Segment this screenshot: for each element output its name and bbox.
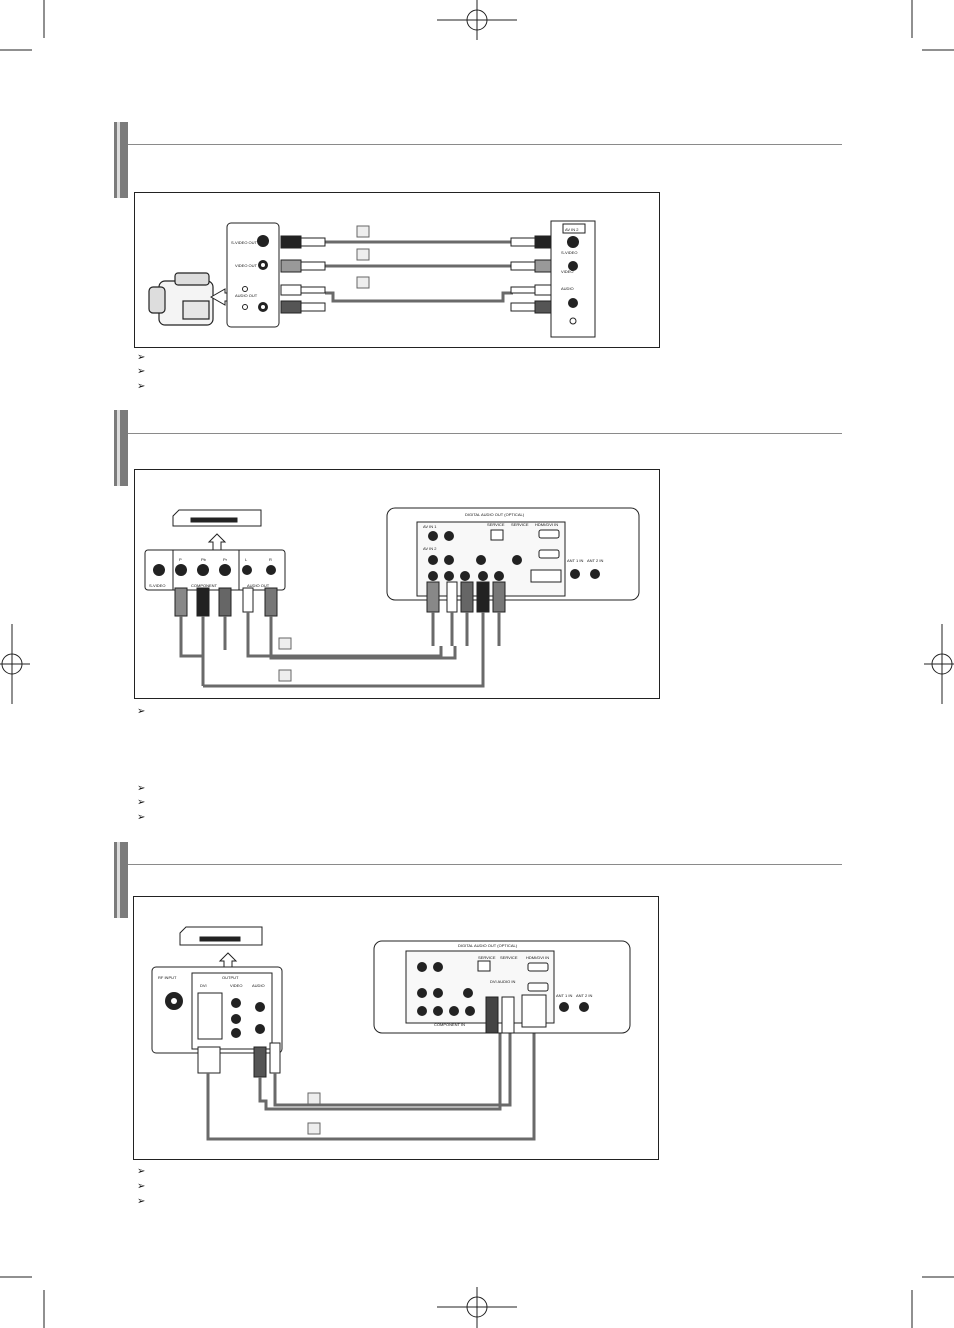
note-dvd-3: ➢ xyxy=(137,797,146,808)
note-camcorder-1: ➢ xyxy=(137,352,146,363)
tv-jack-video-label: VIDEO xyxy=(561,269,573,274)
dvd-diagram-frame: P Pb Pr L R S-VIDEO COMPONENT AUDIO OUT … xyxy=(134,469,660,699)
tv-label-service-2: SERVICE xyxy=(511,522,529,527)
camcorder-jack-svideo-label: S-VIDEO OUT xyxy=(231,240,258,245)
camcorder-jack-audio-label: AUDIO OUT xyxy=(235,293,258,298)
tv-label-service-1: SERVICE xyxy=(487,522,505,527)
dvd-jack-p: P xyxy=(179,557,182,562)
dvd-diagram: P Pb Pr L R S-VIDEO COMPONENT AUDIO OUT … xyxy=(144,507,640,688)
dvd-group-audio: AUDIO OUT xyxy=(247,583,270,588)
dvd-group-component: COMPONENT xyxy=(191,583,218,588)
note-dtv-3: ➢ xyxy=(137,1196,146,1207)
section-bar-dtv xyxy=(114,842,128,918)
dvd-jack-pb: Pb xyxy=(201,557,207,562)
tv-label-digital-audio: DIGITAL AUDIO OUT (OPTICAL) xyxy=(465,512,525,517)
note-dtv-2: ➢ xyxy=(137,1181,146,1192)
dvd-jack-l: L xyxy=(245,557,248,562)
tv-label-av2: AV IN 2 xyxy=(423,546,437,551)
tv-label-hdmi: HDMI/DVI IN xyxy=(535,522,558,527)
settop-audio: AUDIO xyxy=(252,983,265,988)
tv-label-av1: AV IN 1 xyxy=(423,524,437,529)
dtv-diagram: RF INPUT OUTPUT DVI VIDEO AUDIO DIGITAL … xyxy=(151,926,631,1141)
dtv-tv-label-service-2: SERVICE xyxy=(500,955,518,960)
dvd-player-icon xyxy=(172,509,262,527)
camcorder-diagram: S-VIDEO OUT VIDEO OUT AUDIO OUT xyxy=(148,220,596,338)
settop-box-icon xyxy=(179,926,263,946)
dvd-jack-pr: Pr xyxy=(223,557,228,562)
note-camcorder-3: ➢ xyxy=(137,381,146,392)
settop-rf-input: RF INPUT xyxy=(158,975,177,980)
section-rule-dvd xyxy=(128,433,842,434)
tv-jack-audio-label: AUDIO xyxy=(561,286,574,291)
dtv-tv-label-hdmi: HDMI/DVI IN xyxy=(526,955,549,960)
dvd-jack-r: R xyxy=(269,557,272,562)
note-dtv-1: ➢ xyxy=(137,1166,146,1177)
section-bar-dvd xyxy=(114,410,128,486)
dtv-diagram-frame: RF INPUT OUTPUT DVI VIDEO AUDIO DIGITAL … xyxy=(133,896,659,1160)
tv-label-ant2: ANT 2 IN xyxy=(587,558,603,563)
settop-output: OUTPUT xyxy=(222,975,239,980)
note-dvd-1: ➢ xyxy=(137,706,146,717)
note-camcorder-2: ➢ xyxy=(137,366,146,377)
dtv-tv-label-service-1: SERVICE xyxy=(478,955,496,960)
dtv-tv-label-digital-audio: DIGITAL AUDIO OUT (OPTICAL) xyxy=(458,943,518,948)
tv-jack-svideo-label: S-VIDEO xyxy=(561,250,577,255)
settop-dvi: DVI xyxy=(200,983,207,988)
note-dvd-2: ➢ xyxy=(137,783,146,794)
dvd-group-svideo: S-VIDEO xyxy=(149,583,165,588)
dtv-tv-label-ant1: ANT 1 IN xyxy=(556,993,572,998)
section-rule-dtv xyxy=(128,864,842,865)
dtv-tv-label-dvi-audio: DVI AUDIO IN xyxy=(490,979,515,984)
note-dvd-4: ➢ xyxy=(137,812,146,823)
tv-panel-title: AV IN 2 xyxy=(565,227,579,232)
camcorder-jack-video-label: VIDEO OUT xyxy=(235,263,258,268)
settop-video: VIDEO xyxy=(230,983,242,988)
tv-label-ant1: ANT 1 IN xyxy=(567,558,583,563)
dtv-tv-label-ant2: ANT 2 IN xyxy=(576,993,592,998)
dtv-tv-label-component: COMPONENT IN xyxy=(434,1022,465,1027)
camcorder-icon xyxy=(148,272,214,326)
section-bar-camcorder xyxy=(114,122,128,198)
section-rule-camcorder xyxy=(128,144,842,145)
camcorder-diagram-frame: S-VIDEO OUT VIDEO OUT AUDIO OUT xyxy=(134,192,660,348)
